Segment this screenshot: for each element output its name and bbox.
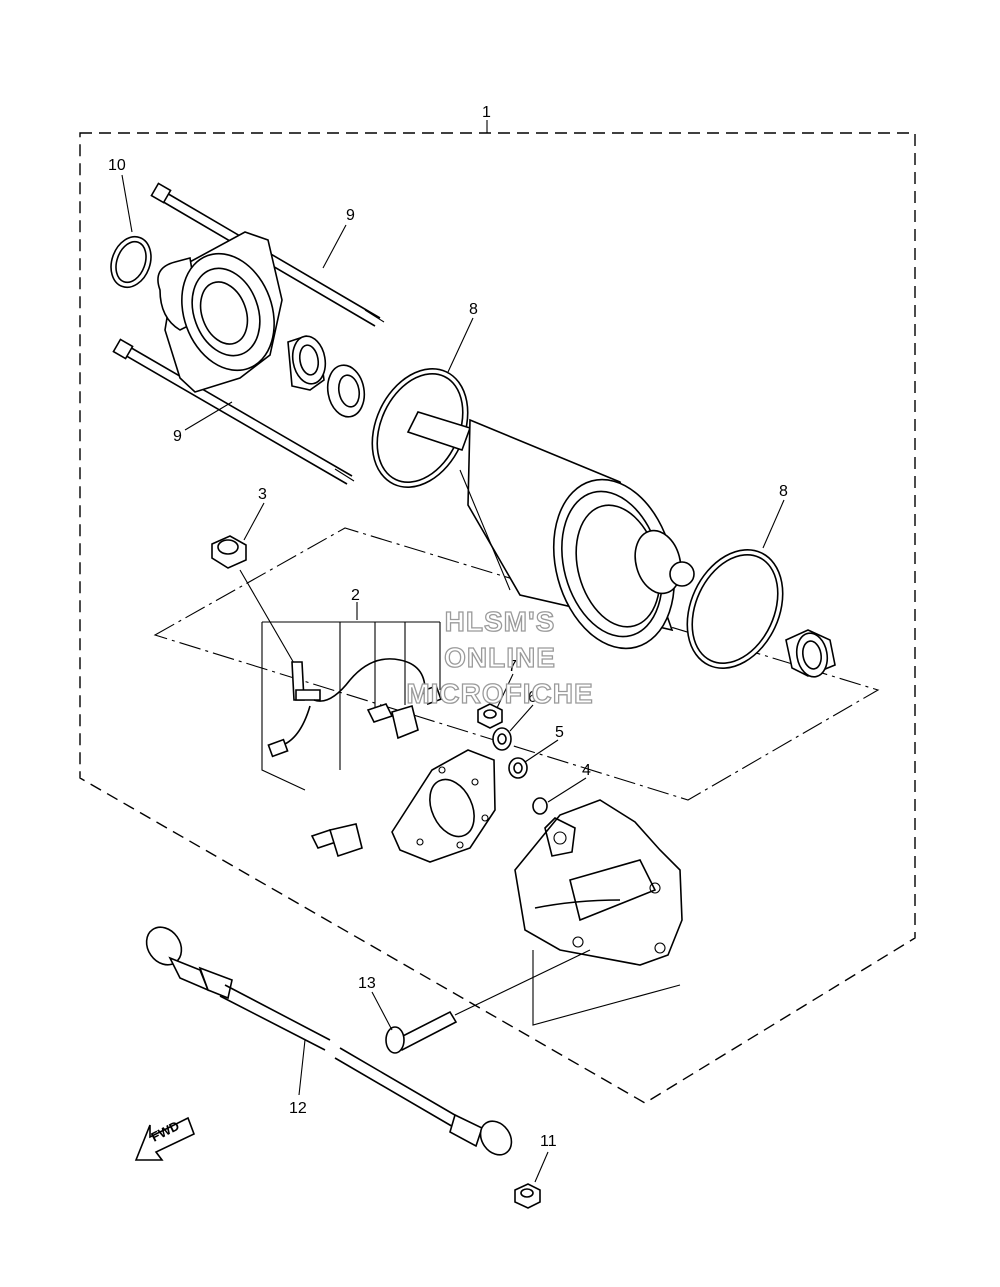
- o-ring-8-lower: [686, 549, 784, 669]
- callout-5: 5: [555, 724, 564, 741]
- brush-plate: [391, 749, 496, 863]
- callout-10: 10: [108, 157, 126, 174]
- callout-8-lower: 8: [779, 483, 788, 500]
- watermark-line-2: ONLINE: [444, 642, 556, 673]
- centerline-3: [239, 569, 296, 666]
- cap-nut-3: [211, 535, 247, 569]
- bearing: [287, 335, 327, 391]
- fwd-arrow-icon: FWD: [134, 1116, 196, 1161]
- callout-7: 7: [508, 658, 517, 675]
- brush-set-2: [261, 621, 442, 858]
- callout-12: 12: [289, 1100, 307, 1117]
- callout-11: 11: [540, 1133, 557, 1150]
- washer-5: [508, 757, 528, 779]
- watermark-line-3: MICROFICHE: [406, 678, 593, 709]
- oil-seal: [326, 364, 366, 418]
- callout-2: 2: [351, 587, 360, 604]
- callout-13: 13: [358, 975, 376, 992]
- through-bolt-lower: [112, 338, 355, 485]
- washer-6: [492, 727, 512, 751]
- callout-9-lower: 9: [173, 428, 182, 445]
- leader-lines: [121, 174, 785, 1183]
- watermark-line-1: HLSM'S: [445, 606, 556, 637]
- callout-1: 1: [482, 104, 491, 121]
- rear-bearing: [785, 629, 836, 678]
- armature-yoke: [406, 411, 695, 650]
- rear-cover: [514, 799, 683, 966]
- callout-3: 3: [258, 486, 267, 503]
- nut-11: [514, 1183, 541, 1209]
- bolt-13: [385, 949, 591, 1054]
- callout-6: 6: [528, 689, 537, 706]
- nut-7: [477, 703, 503, 729]
- assembly-boundary: [79, 132, 916, 1104]
- callout-8-upper: 8: [469, 301, 478, 318]
- callout-4: 4: [582, 762, 591, 779]
- brush-plate-plane: [153, 527, 880, 801]
- watermark: HLSM'S ONLINE MICROFICHE: [406, 605, 594, 709]
- callout-9-upper: 9: [346, 207, 355, 224]
- rear-cover-bolt-plane: [532, 950, 681, 1026]
- starter-cable-12: [145, 926, 513, 1156]
- front-cover: [112, 182, 385, 485]
- o-ring-10: [110, 235, 152, 289]
- o-ring-4: [532, 797, 548, 815]
